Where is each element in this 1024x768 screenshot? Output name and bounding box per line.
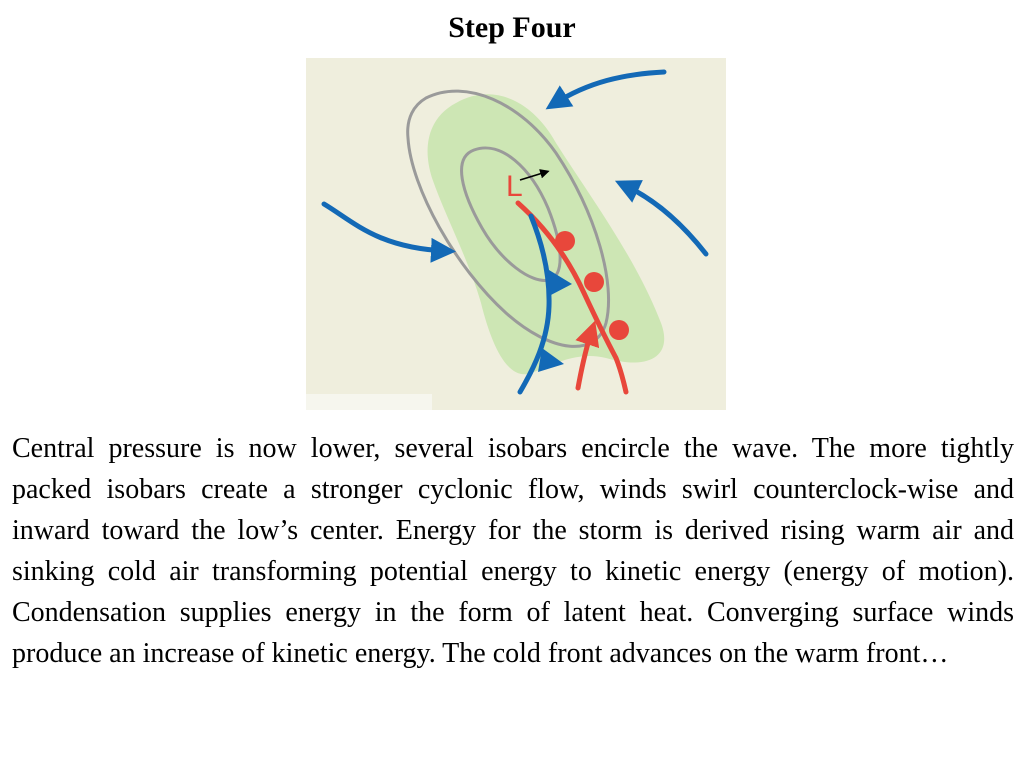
wind-arrow-left — [321, 201, 456, 263]
description-paragraph: Central pressure is now lower, several i… — [12, 433, 1014, 669]
slide-title: Step Four — [448, 11, 576, 44]
wind-arrow-right — [614, 180, 709, 257]
warm-front-line — [515, 200, 629, 395]
cold-front-symbol-2 — [538, 348, 564, 372]
warm-air-arrow — [575, 320, 600, 391]
storm-motion-arrow — [519, 169, 550, 181]
warm-front-symbol-3 — [609, 320, 629, 340]
warm-front-symbol-1 — [555, 231, 575, 251]
cold-front-line — [517, 213, 552, 395]
cyclone-diagram: L — [306, 58, 726, 410]
cold-front-symbol-1 — [549, 270, 572, 296]
low-pressure-label: L — [506, 170, 523, 203]
cyclone-diagram-svg: L — [306, 58, 726, 410]
wind-arrow-top — [545, 69, 667, 110]
source-strip — [306, 394, 432, 410]
warm-front-symbol-2 — [584, 272, 604, 292]
